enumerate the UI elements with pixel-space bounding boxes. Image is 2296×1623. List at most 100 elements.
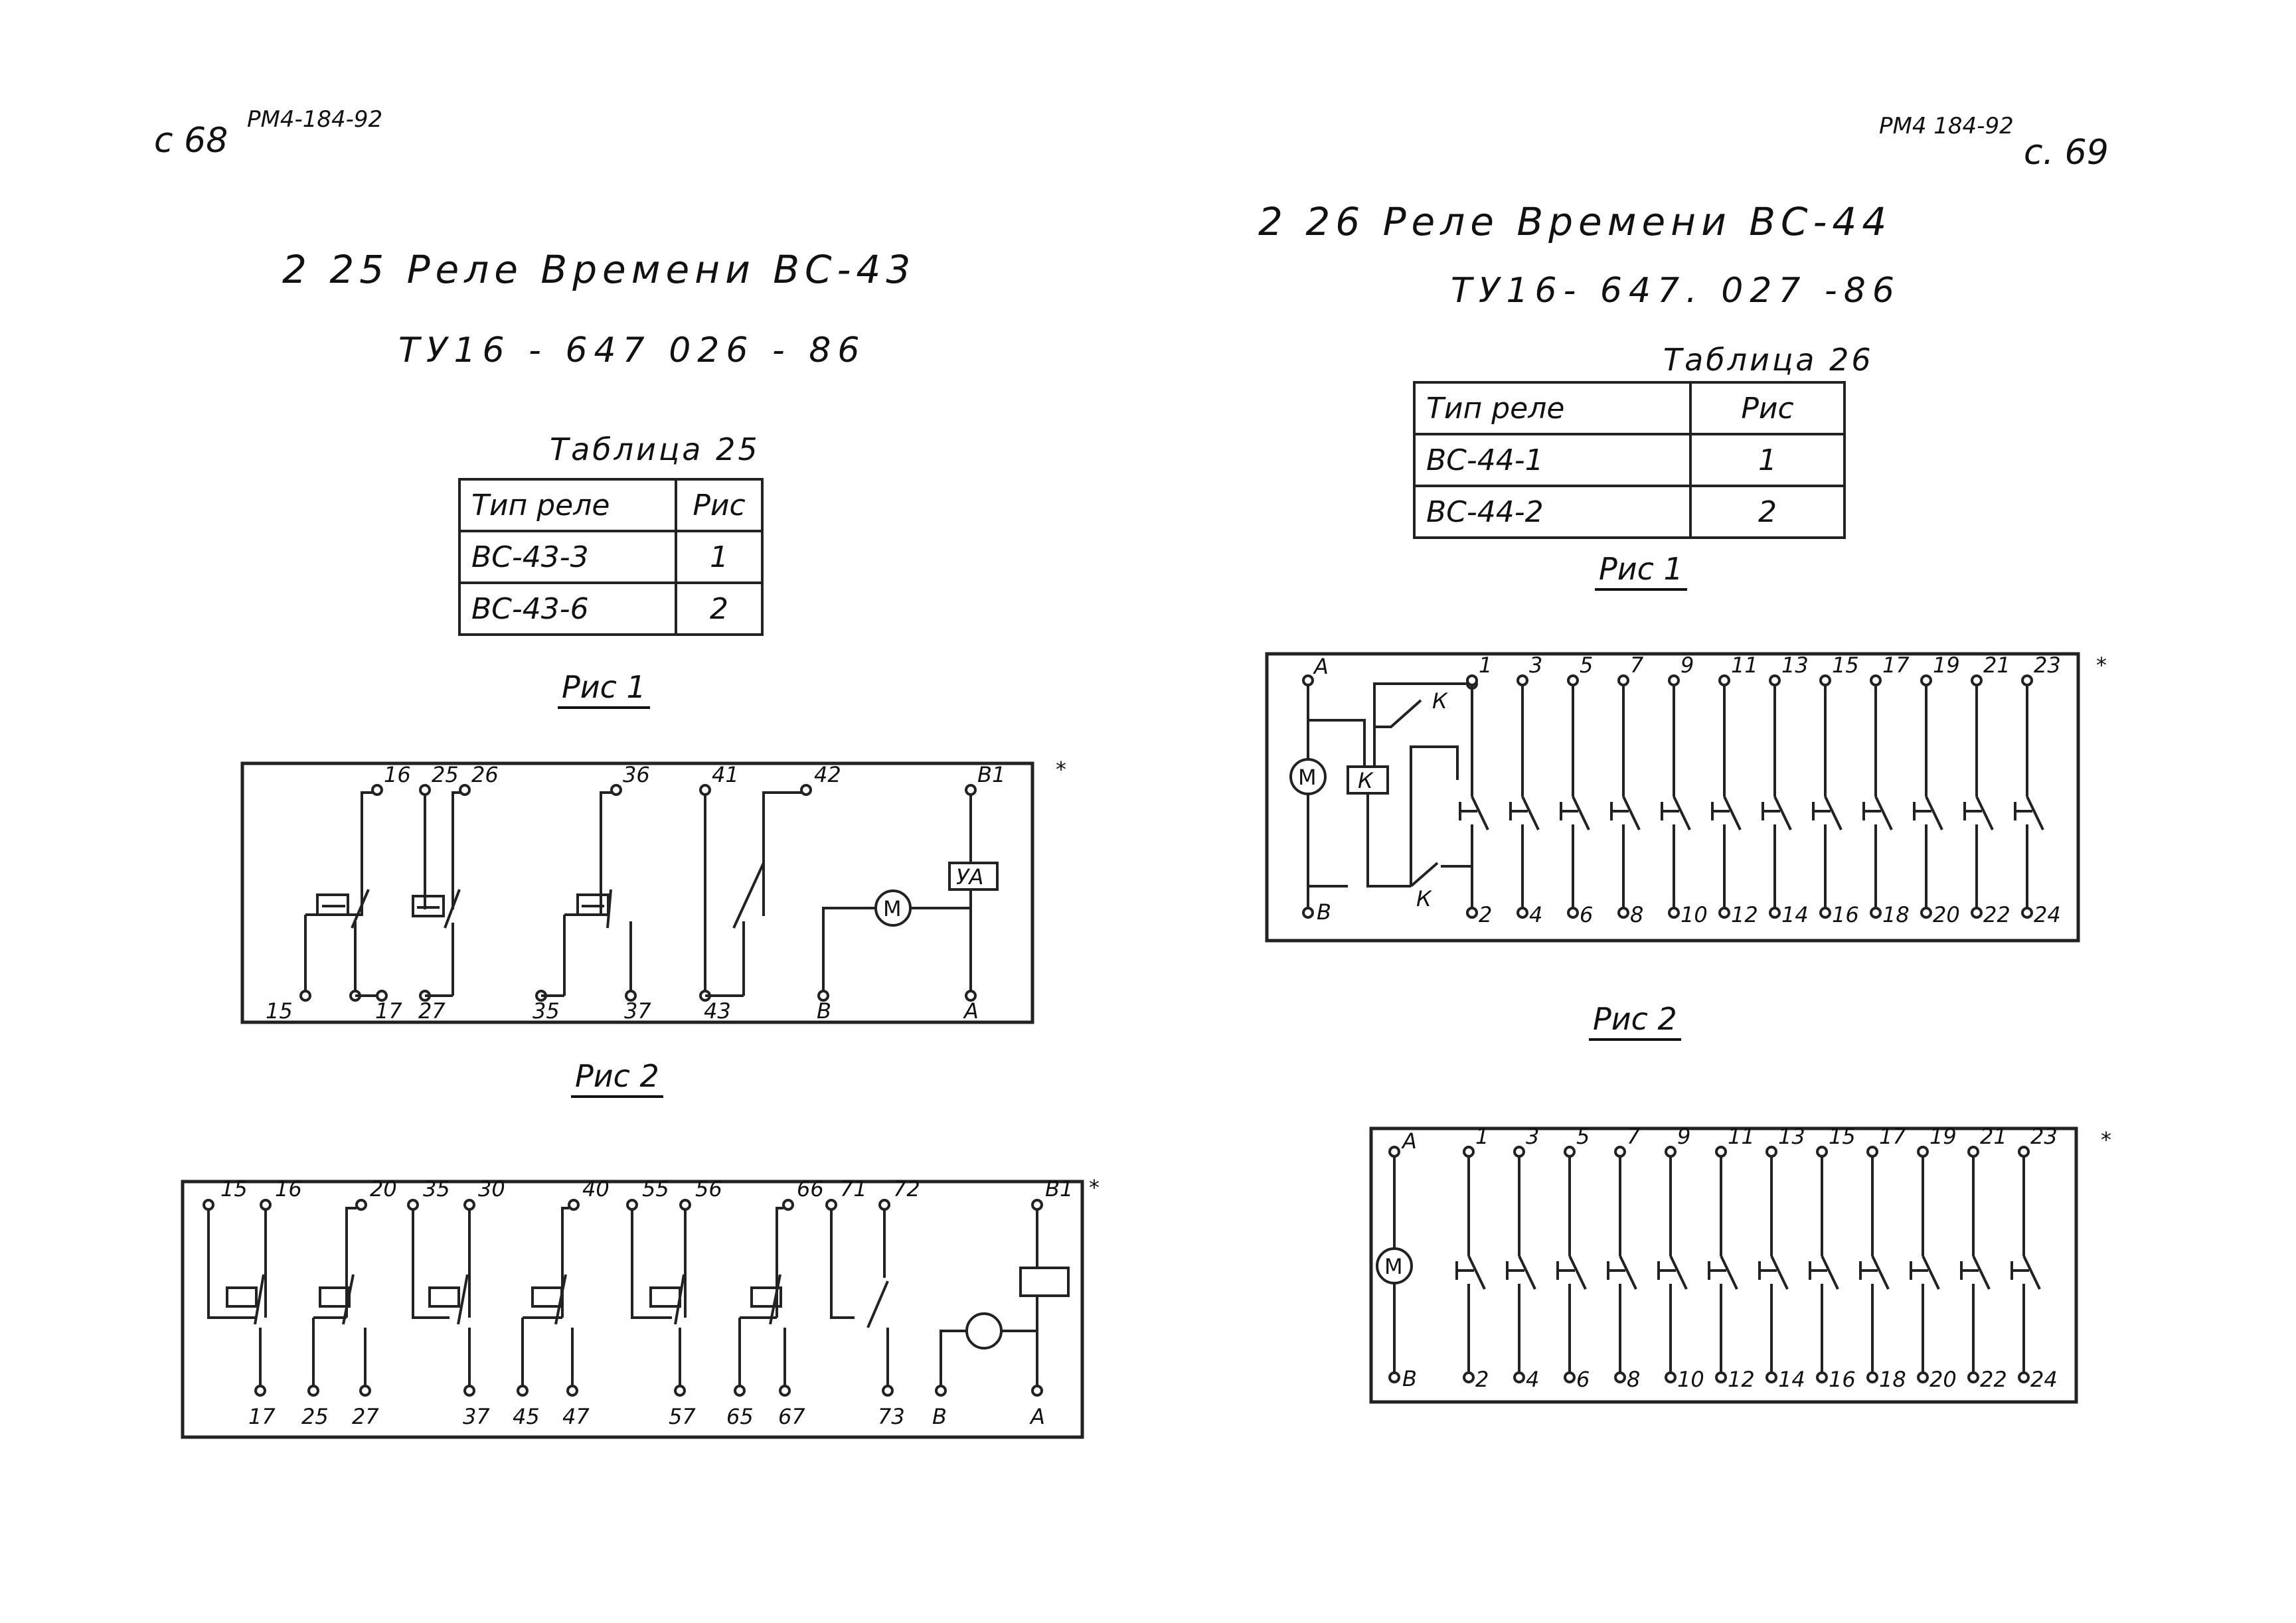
terminal <box>1466 674 1478 686</box>
right-fig2-even-label: 12 <box>1728 1367 1755 1392</box>
table-row: ВС-44-1 1 <box>1413 433 1846 487</box>
contact-actuator <box>1455 1261 1474 1280</box>
left-fig1-top-label: 41 <box>712 762 739 787</box>
right-fig1-contact-label: К <box>1432 688 1448 714</box>
terminal <box>1718 674 1730 686</box>
left-fig1-diagram: УА М 16 25 26 36 41 42 В1 15 17 27 35 37… <box>240 757 1066 1024</box>
terminal <box>1567 907 1579 919</box>
contact-blade <box>1518 1255 1536 1290</box>
left-fig2-top-label: 40 <box>582 1176 610 1201</box>
right-fig1-even-label: 4 <box>1529 902 1542 927</box>
left-fig2-bottom-label: 45 <box>513 1404 540 1429</box>
right-table-caption: Таблица 26 <box>1663 342 1874 378</box>
terminal <box>1665 1146 1677 1158</box>
right-fig2-caption: Рис 2 <box>1589 1001 1681 1041</box>
contact-blade <box>1922 1255 1940 1290</box>
contact-blade <box>2022 1255 2041 1290</box>
terminal <box>1513 1371 1525 1383</box>
right-fig1-odd-label: 19 <box>1933 653 1960 678</box>
table-cell: ВС-44-2 <box>1413 485 1692 539</box>
terminal <box>1668 674 1680 686</box>
terminal <box>1971 907 1983 919</box>
right-fig1-odd-label: 7 <box>1630 653 1644 678</box>
right-fig1-left-top: А <box>1313 654 1329 679</box>
terminal <box>1816 1146 1828 1158</box>
contact-actuator <box>1459 802 1477 820</box>
right-fig2-odd-label: 1 <box>1475 1124 1489 1149</box>
right-fig1-motor-label: М <box>1298 765 1317 790</box>
terminal <box>1765 1371 1777 1383</box>
left-fig2-bottom-label: 65 <box>726 1404 754 1429</box>
right-fig2-star: * <box>2101 1127 2111 1152</box>
contact-blade <box>1467 1255 1486 1290</box>
contact-actuator <box>1556 1261 1575 1280</box>
right-fig2-diagram: М А В 1234567891011121314151617181920212… <box>1369 1124 2111 1404</box>
left-fig1-bottom-label: А <box>963 998 979 1024</box>
right-spec: ТУ16- 647. 027 -86 <box>1451 271 1901 311</box>
right-fig2-even-label: 20 <box>1929 1367 1957 1392</box>
table-cell: ВС-43-6 <box>458 581 677 636</box>
left-fig1-top-label: 26 <box>471 762 499 787</box>
right-fig1-relay-label: К <box>1358 768 1374 793</box>
table-row: ВС-43-6 2 <box>458 581 764 636</box>
left-fig2-top-label: В1 <box>1045 1176 1073 1201</box>
contact-actuator <box>1661 802 1679 820</box>
left-fig1-caption: Рис 1 <box>558 669 650 709</box>
contact-blade <box>1619 1255 1637 1290</box>
terminal <box>1866 1146 1878 1158</box>
table-cell: 1 <box>675 530 764 584</box>
left-fig1-bottom-label: 37 <box>624 998 651 1024</box>
right-fig1-odd-label: 21 <box>1983 653 2010 678</box>
terminal <box>1917 1146 1929 1158</box>
right-fig2-odd-label: 3 <box>1526 1124 1539 1149</box>
left-fig1-bottom-label: В <box>817 998 831 1024</box>
contact-blade <box>1821 1255 1839 1290</box>
right-fig1-odd-label: 15 <box>1832 653 1859 678</box>
contact-actuator <box>1960 1261 1979 1280</box>
terminal <box>1866 1371 1878 1383</box>
right-fig2-even-label: 8 <box>1627 1367 1640 1392</box>
right-fig2-odd-label: 23 <box>2030 1124 2058 1149</box>
contact-blade <box>1568 1255 1587 1290</box>
contact-blade <box>1975 796 1994 830</box>
left-fig2-bottom-label: А <box>1029 1404 1045 1429</box>
left-fig2-top-label: 66 <box>797 1176 824 1201</box>
terminal <box>1463 1146 1475 1158</box>
terminal <box>1769 907 1781 919</box>
contact-blade <box>1669 1255 1688 1290</box>
contact-actuator <box>1862 802 1881 820</box>
contact-actuator <box>1809 1261 1827 1280</box>
contact-actuator <box>1708 1261 1726 1280</box>
left-fig2-top-label: 56 <box>695 1176 722 1201</box>
left-fig2-top-label: 35 <box>423 1176 450 1201</box>
left-fig1-motor-label: М <box>883 896 902 921</box>
contact-blade <box>1770 1255 1789 1290</box>
terminal <box>1920 907 1932 919</box>
terminal <box>1517 674 1528 686</box>
contact-actuator <box>2014 802 2032 820</box>
right-fig1-odd-label: 23 <box>2034 653 2061 678</box>
terminal <box>2021 907 2033 919</box>
contact-actuator <box>1657 1261 1676 1280</box>
right-fig2-odd-label: 9 <box>1677 1124 1690 1149</box>
right-fig2-odd-label: 15 <box>1829 1124 1856 1149</box>
left-fig2-diagram: 15 16 20 35 30 40 55 56 66 71 72 В1 17 2… <box>181 1175 1100 1439</box>
right-fig1-even-label: 16 <box>1832 902 1859 927</box>
right-section-title: 2 26 Реле Времени ВС-44 <box>1258 199 1892 244</box>
left-fig1-coil-label: УА <box>956 864 983 889</box>
left-fig2-bottom-label: 73 <box>878 1404 905 1429</box>
left-fig2-bottom-label: 17 <box>248 1404 276 1429</box>
table-row: ВС-44-2 2 <box>1413 485 1846 539</box>
right-fig1-even-label: 20 <box>1933 902 1960 927</box>
right-fig2-odd-label: 13 <box>1778 1124 1805 1149</box>
left-fig2-top-label: 72 <box>893 1176 920 1201</box>
terminal <box>1816 1371 1828 1383</box>
right-fig1-odd-label: 9 <box>1681 653 1694 678</box>
terminal <box>1513 1146 1525 1158</box>
terminal <box>1466 907 1478 919</box>
right-fig2-even-label: 16 <box>1829 1367 1856 1392</box>
left-fig2-bottom-label: В <box>932 1404 947 1429</box>
right-fig1-even-label: 10 <box>1681 902 1708 927</box>
left-fig1-bottom-label: 43 <box>704 998 731 1024</box>
table-header-cell: Рис <box>675 478 764 532</box>
